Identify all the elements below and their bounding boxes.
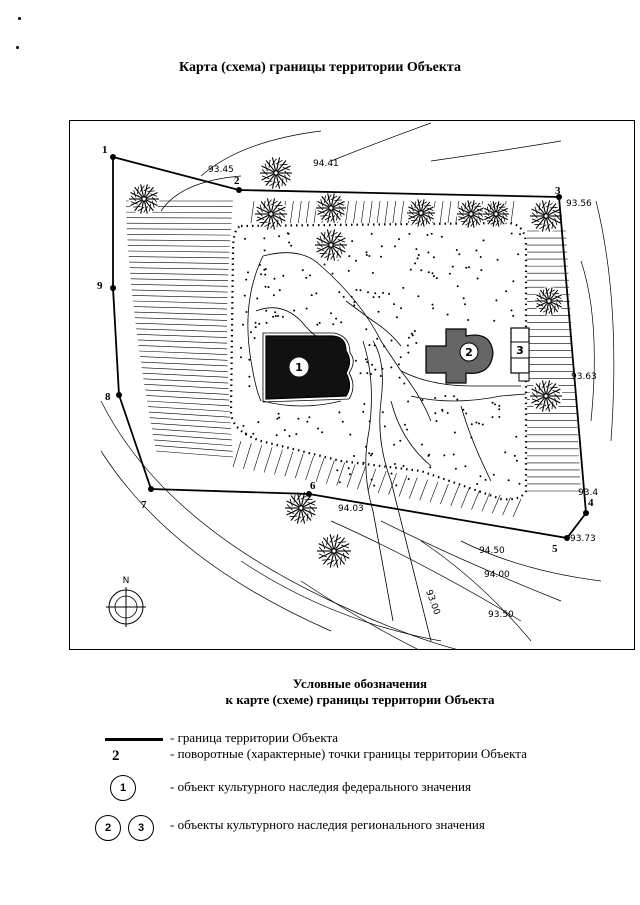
scan-speck [18,17,21,20]
boundary-point-label-9: 9 [97,280,103,292]
slope-hatching-right [527,230,581,492]
tree-icon [456,199,486,229]
tree-icon [284,491,318,525]
elevation-label: 94.03 [338,504,364,514]
boundary-point-8 [116,392,122,398]
north-arrow-icon: N [106,576,146,627]
tree-icon [529,199,563,233]
boundary-point-label-5: 5 [552,543,558,555]
elevation-label: 94.41 [313,159,339,169]
scan-speck [16,46,19,49]
object-label-2: 2 [465,346,473,359]
regional-object-symbol: 2 [95,815,121,841]
territory-boundary-line [112,156,587,539]
tree-icon [406,198,436,228]
tree-icon [529,379,563,413]
boundary-point-2 [236,187,242,193]
boundary-point-3 [556,194,562,200]
legend-item-federal: 1 - объект культурного наследия федераль… [0,775,640,805]
tree-icon [254,197,288,231]
tree-icon [316,533,352,569]
boundary-point-7 [148,486,154,492]
boundary-point-label-7: 7 [141,499,147,511]
object-label-3: 3 [516,344,524,357]
heritage-object-2 [425,328,494,384]
legend-item-boundary: - граница территории Объекта [0,730,640,760]
page-title: Карта (схема) границы территории Объекта [179,60,461,75]
trees [128,156,564,569]
tree-icon [534,286,564,316]
boundary-point-label-3: 3 [555,185,561,197]
object-markers: 1 2 3 [289,341,530,377]
elevation-labels: 93.45 94.41 93.56 93.63 93.4 93.73 94.03 94.50 9… [208,159,598,620]
boundary-point-label-4: 4 [588,497,594,509]
contour-lines [100,122,615,649]
tree-icon [314,228,348,262]
tree-icon [482,200,510,228]
elevation-label: 93.45 [208,165,234,175]
regional-object-symbol: 3 [128,815,154,841]
tree-icon [315,192,347,224]
elevation-label: 94.50 [479,546,505,556]
boundary-point-9 [110,285,116,291]
legend-item-text: - объекты культурного наследия региональ… [170,817,485,832]
boundary-line-symbol [105,738,163,741]
legend-item-points: 2 - поворотные (характерные) точки грани… [0,746,640,776]
legend-item-regional: 2 3 - объекты культурного наследия регио… [0,815,640,845]
elevation-label: 93.50 [488,610,514,620]
legend-item-text: - поворотные (характерные) точки границы… [170,746,527,761]
boundary-points: 1 2 3 4 5 6 7 8 9 [97,144,594,555]
boundary-point-6 [306,491,312,497]
legend-item-text: - граница территории Объекта [170,730,339,745]
platform-edge [229,221,528,501]
svg-text:N: N [123,576,130,586]
boundary-point-4 [583,510,589,516]
elevation-label: 93.63 [571,372,597,382]
lawn-dots [240,232,521,487]
boundary-point-label-8: 8 [105,391,111,403]
legend-subtitle: к карте (схеме) границы территории Объек… [225,692,495,707]
elevation-label: 93.56 [566,199,592,209]
object-label-1: 1 [295,361,303,374]
paths [247,252,527,642]
elevation-label: 93.00 [423,589,441,617]
boundary-point-label-6: 6 [310,480,316,492]
boundary-point-label-1: 1 [102,144,108,156]
legend-title: Условные обозначения [292,676,428,691]
federal-object-symbol: 1 [110,775,136,801]
point-number-symbol: 2 [112,748,120,764]
elevation-label: 93.73 [570,534,596,544]
legend-item-text: - объект культурного наследия федерально… [170,779,471,794]
tree-icon [259,156,293,190]
boundary-point-5 [564,535,570,541]
boundary-point-1 [110,154,116,160]
boundary-point-label-2: 2 [234,175,240,187]
elevation-label: 93.4 [578,488,598,498]
tree-icon [128,183,160,215]
elevation-label: 94.00 [484,570,510,580]
